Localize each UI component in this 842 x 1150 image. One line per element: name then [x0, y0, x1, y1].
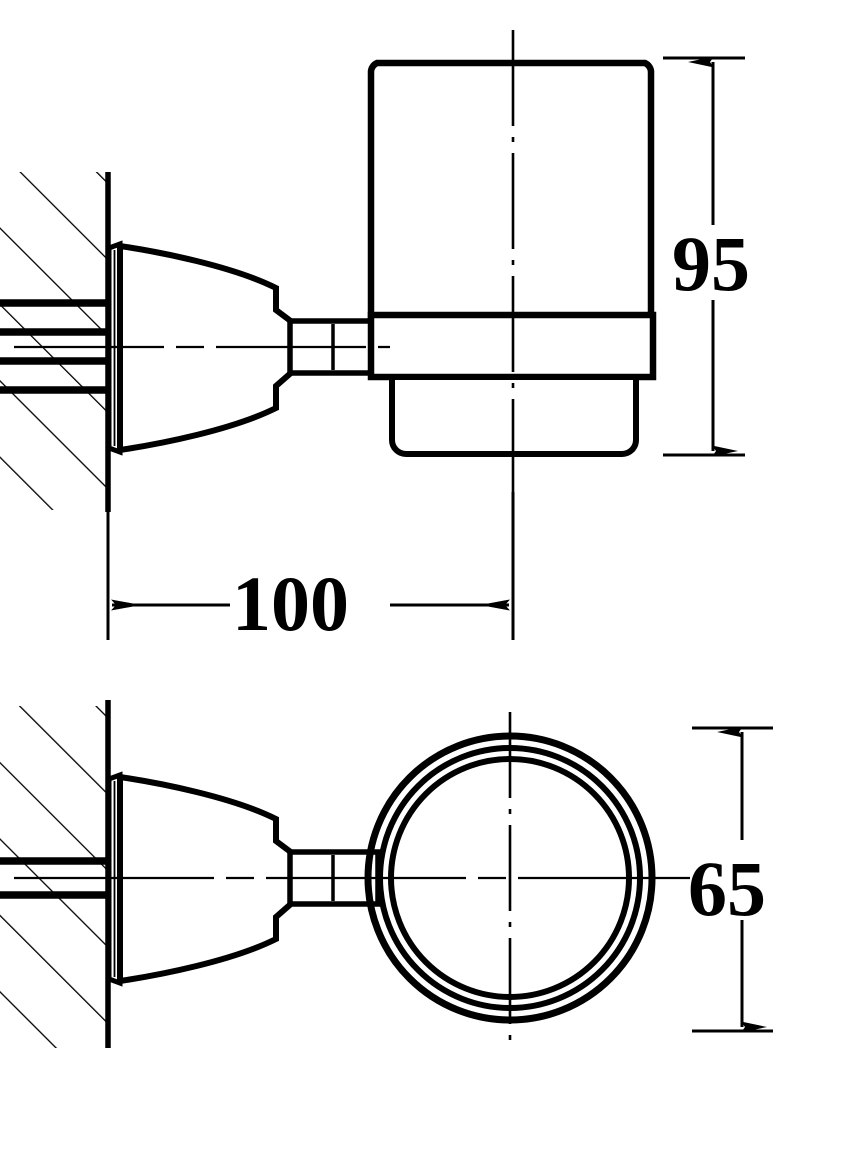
front-view-group: 65	[0, 700, 773, 1048]
wall-anchor-bars-front	[0, 857, 106, 899]
dimension-label-100: 100	[232, 560, 349, 647]
dimension-95: 95	[663, 56, 750, 457]
wall-hatching-side	[0, 172, 108, 510]
dimension-100: 100	[106, 492, 515, 647]
side-view-group: 95 100	[0, 30, 750, 647]
dimension-label-95: 95	[672, 220, 750, 307]
dimension-65: 65	[688, 726, 773, 1033]
tumbler-glass-side	[367, 59, 655, 320]
dimension-label-65: 65	[688, 845, 766, 932]
wall-anchor-bars-side	[0, 299, 106, 394]
